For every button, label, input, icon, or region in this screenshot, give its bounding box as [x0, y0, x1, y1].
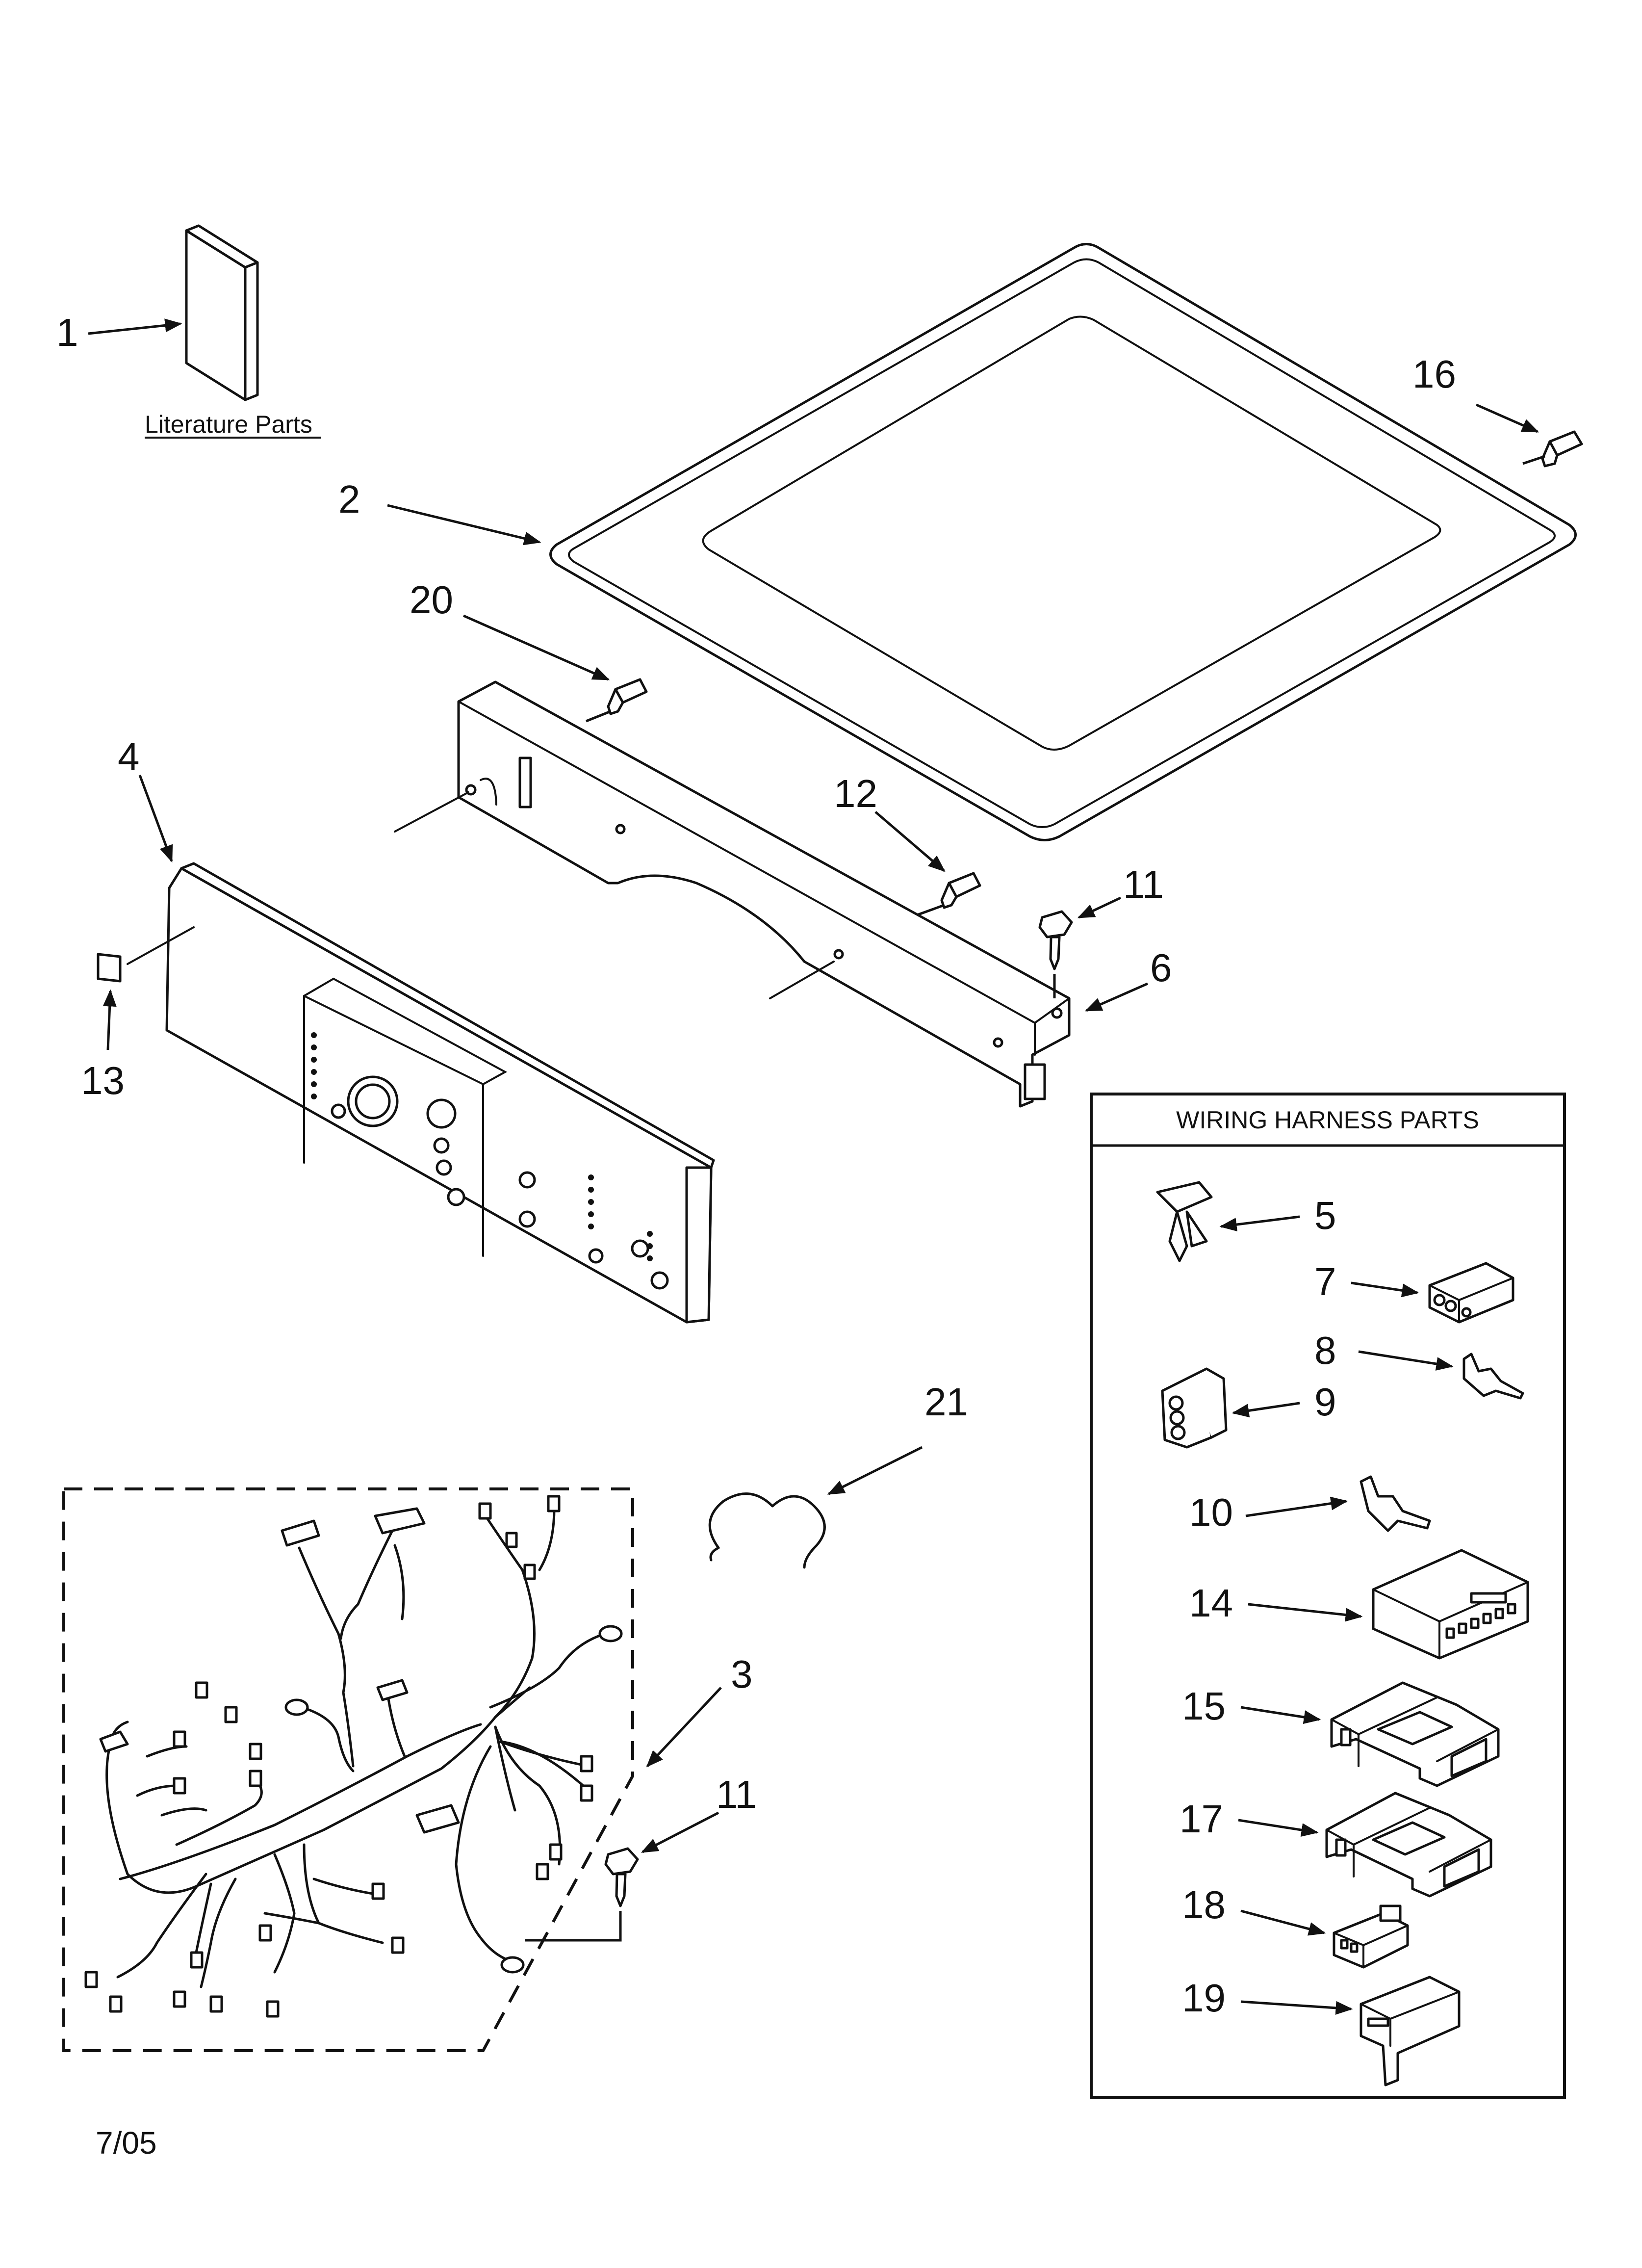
leader-11-lower-b — [525, 1911, 622, 1942]
screw-12 — [940, 872, 981, 909]
screw-11-upper — [1038, 910, 1073, 970]
leader-10 — [1245, 1496, 1348, 1517]
leader-17 — [1238, 1819, 1319, 1837]
label-20: 20 — [410, 578, 453, 622]
terminal-8 — [1462, 1353, 1524, 1400]
connector-14 — [1372, 1549, 1529, 1660]
label-11-upper: 11 — [1123, 862, 1164, 906]
label-19: 19 — [1182, 1976, 1226, 2020]
label-6: 6 — [1150, 946, 1172, 990]
label-12: 12 — [834, 772, 877, 815]
clamp-21 — [708, 1492, 826, 1569]
leader-2 — [387, 504, 541, 546]
label-2: 2 — [338, 477, 360, 521]
label-3: 3 — [731, 1652, 753, 1696]
leader-5 — [1219, 1215, 1300, 1231]
terminal-10 — [1360, 1475, 1431, 1532]
leader-13-ref — [127, 926, 195, 965]
leader-7 — [1351, 1281, 1419, 1298]
screw-16 — [1541, 430, 1583, 468]
connector-18 — [1333, 1904, 1409, 1969]
label-4: 4 — [118, 735, 140, 779]
harness-dashed-outline — [62, 1487, 634, 2052]
leader-21 — [827, 1446, 923, 1495]
label-7: 7 — [1314, 1260, 1336, 1303]
leader-16b — [1522, 455, 1545, 465]
label-5: 5 — [1314, 1194, 1336, 1237]
connector-9 — [1161, 1367, 1228, 1449]
leader-15 — [1240, 1706, 1321, 1724]
connector-15 — [1330, 1681, 1500, 1787]
leader-6 — [1084, 982, 1149, 1012]
leader-20b — [586, 710, 611, 723]
leader-19 — [1240, 2000, 1353, 2015]
leader-11-upper — [1077, 896, 1122, 919]
label-15: 15 — [1182, 1684, 1226, 1728]
label-18: 18 — [1182, 1883, 1226, 1927]
label-17: 17 — [1180, 1797, 1223, 1841]
wire-harness — [84, 1495, 623, 2018]
screw-20 — [607, 678, 648, 715]
literature-part — [185, 224, 259, 401]
screw-11-lower — [604, 1847, 639, 1907]
top-panel — [549, 243, 1577, 841]
leader-20 — [462, 614, 610, 681]
bracket-leader-mid — [769, 961, 835, 999]
wiring-harness-box — [1090, 1093, 1566, 2099]
label-13-part — [97, 953, 122, 983]
leader-12b — [917, 904, 945, 916]
date-code: 7/05 — [96, 2125, 157, 2161]
bracket-leader-left — [394, 791, 469, 833]
leader-18 — [1240, 1909, 1326, 1936]
literature-caption: Literature Parts — [145, 411, 312, 438]
clip-5 — [1156, 1181, 1213, 1262]
label-13: 13 — [81, 1059, 125, 1102]
console-indicator-dots — [311, 1032, 653, 1261]
connector-7 — [1428, 1262, 1514, 1324]
label-9: 9 — [1314, 1380, 1336, 1424]
wiring-harness-title: WIRING HARNESS PARTS — [1176, 1106, 1479, 1134]
label-14: 14 — [1189, 1581, 1233, 1625]
label-10: 10 — [1189, 1490, 1233, 1534]
leader-13 — [103, 989, 117, 1050]
leader-3 — [646, 1687, 722, 1768]
leader-16 — [1475, 403, 1539, 433]
leader-12 — [874, 811, 946, 872]
leader-1 — [88, 318, 182, 335]
connector-17 — [1325, 1792, 1492, 1898]
label-8: 8 — [1314, 1329, 1336, 1372]
label-11-lower: 11 — [716, 1773, 757, 1816]
connector-19 — [1360, 1976, 1461, 2086]
leader-11-lower — [641, 1811, 719, 1853]
label-21: 21 — [924, 1380, 968, 1424]
leader-14 — [1248, 1603, 1363, 1622]
label-16: 16 — [1412, 352, 1456, 396]
console-bracket — [457, 680, 1071, 1108]
label-1: 1 — [56, 311, 78, 354]
leader-9 — [1232, 1402, 1300, 1418]
console-panel — [165, 862, 715, 1324]
leader-4 — [138, 775, 173, 863]
leader-8 — [1358, 1350, 1454, 1371]
